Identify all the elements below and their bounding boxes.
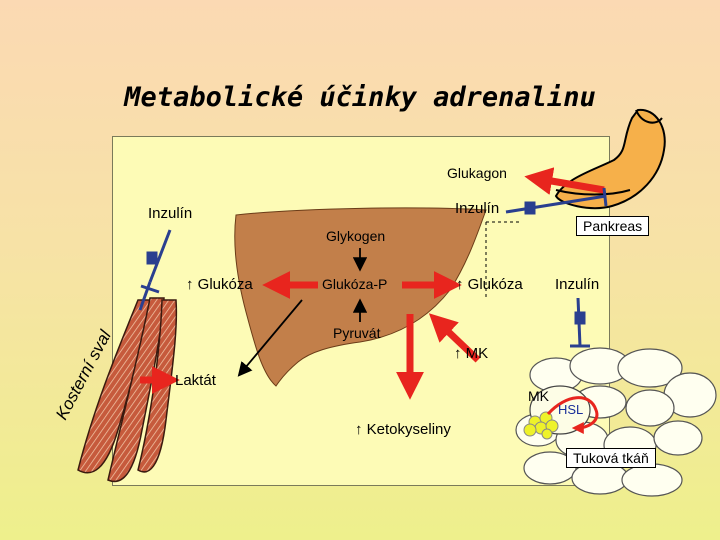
label-pankreas: Pankreas (576, 216, 650, 236)
label-inzulin-top: Inzulín (455, 200, 500, 217)
label-mk-up: ↑ MK (454, 345, 489, 362)
page-title: Metabolické účinky adrenalinu (124, 82, 596, 113)
fat-droplets (523, 411, 559, 440)
label-mk-cell: MK (528, 388, 549, 404)
pancreas-icon (554, 108, 666, 210)
label-laktat: Laktát (175, 372, 216, 389)
metabolic-arrows (140, 167, 605, 400)
insulin-blockers (138, 187, 608, 348)
label-pyruvat: Pyruvát (333, 325, 381, 341)
liver-icon (234, 207, 487, 387)
label-hsl: HSL (558, 402, 584, 417)
label-glukoza-left: ↑ Glukóza (186, 276, 253, 293)
black-arrows (237, 248, 368, 377)
label-glykogen: Glykogen (326, 228, 386, 244)
label-glukagon: Glukagon (447, 165, 507, 181)
hsl-curved-arrow (546, 396, 599, 434)
label-tukova-tkan: Tuková tkáň (566, 448, 656, 468)
skeletal-muscle-icon (77, 297, 178, 483)
label-inzulin-right: Inzulín (555, 276, 600, 293)
label-ketokyseliny: ↑ Ketokyseliny (355, 421, 451, 438)
label-inzulin-left: Inzulín (148, 205, 193, 222)
label-glukoza-right: ↑ Glukóza (456, 276, 523, 293)
label-glukoza-p: Glukóza-P (322, 276, 388, 292)
